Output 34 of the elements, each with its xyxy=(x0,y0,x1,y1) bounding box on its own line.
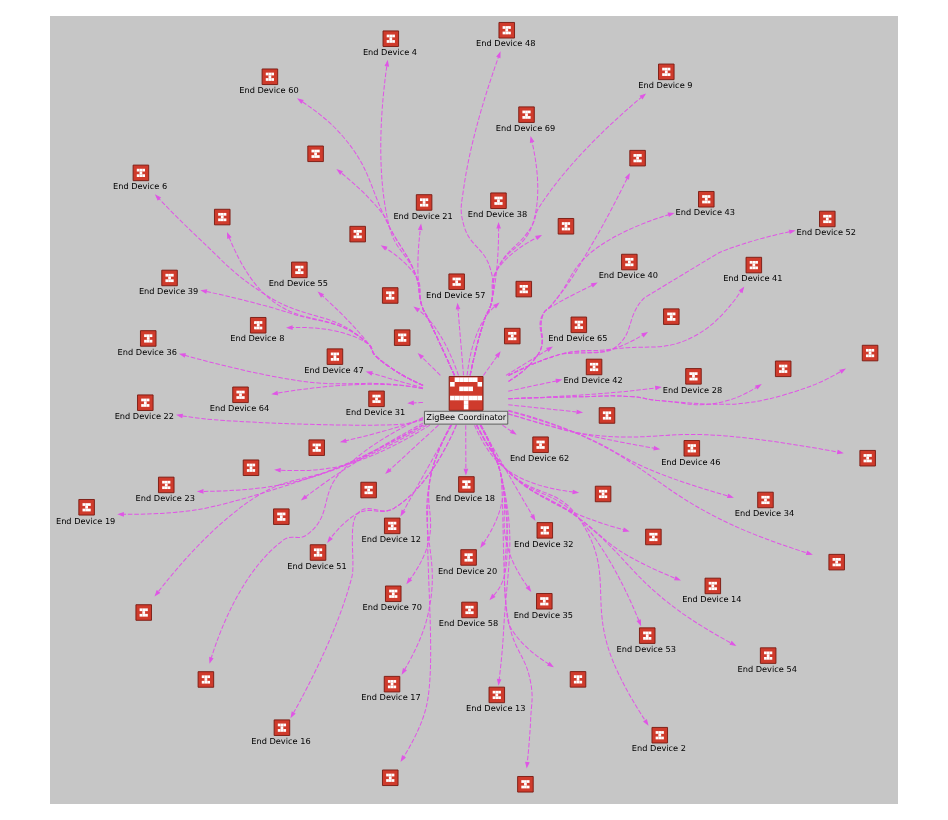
arrow xyxy=(413,306,459,376)
arrow xyxy=(385,424,439,475)
arrow xyxy=(480,424,533,769)
arrow xyxy=(479,424,532,592)
arrow xyxy=(474,424,580,495)
arrow xyxy=(482,351,501,376)
arrow xyxy=(480,424,554,668)
arrow xyxy=(505,346,553,376)
arrow xyxy=(480,424,504,548)
arrow xyxy=(400,424,452,762)
arrow xyxy=(407,400,424,406)
arrow xyxy=(463,424,469,476)
arrow xyxy=(476,424,642,627)
arrow xyxy=(339,418,424,443)
arrow xyxy=(327,424,457,543)
arrow xyxy=(501,424,517,435)
arrow xyxy=(480,424,511,686)
arrow xyxy=(507,378,563,392)
arrow xyxy=(476,424,681,581)
arrow xyxy=(455,302,465,376)
arrow xyxy=(365,371,424,389)
arrow xyxy=(290,424,457,719)
arrow xyxy=(507,404,584,415)
arrow xyxy=(401,424,452,675)
arrow xyxy=(406,424,452,585)
arrow xyxy=(300,422,424,501)
arrow xyxy=(400,424,453,517)
arrow xyxy=(274,424,431,473)
arrow xyxy=(480,424,508,601)
arrow xyxy=(176,413,424,426)
arrow xyxy=(209,417,424,664)
arrow xyxy=(476,424,737,646)
arrow xyxy=(466,302,500,376)
arrow xyxy=(417,352,441,376)
